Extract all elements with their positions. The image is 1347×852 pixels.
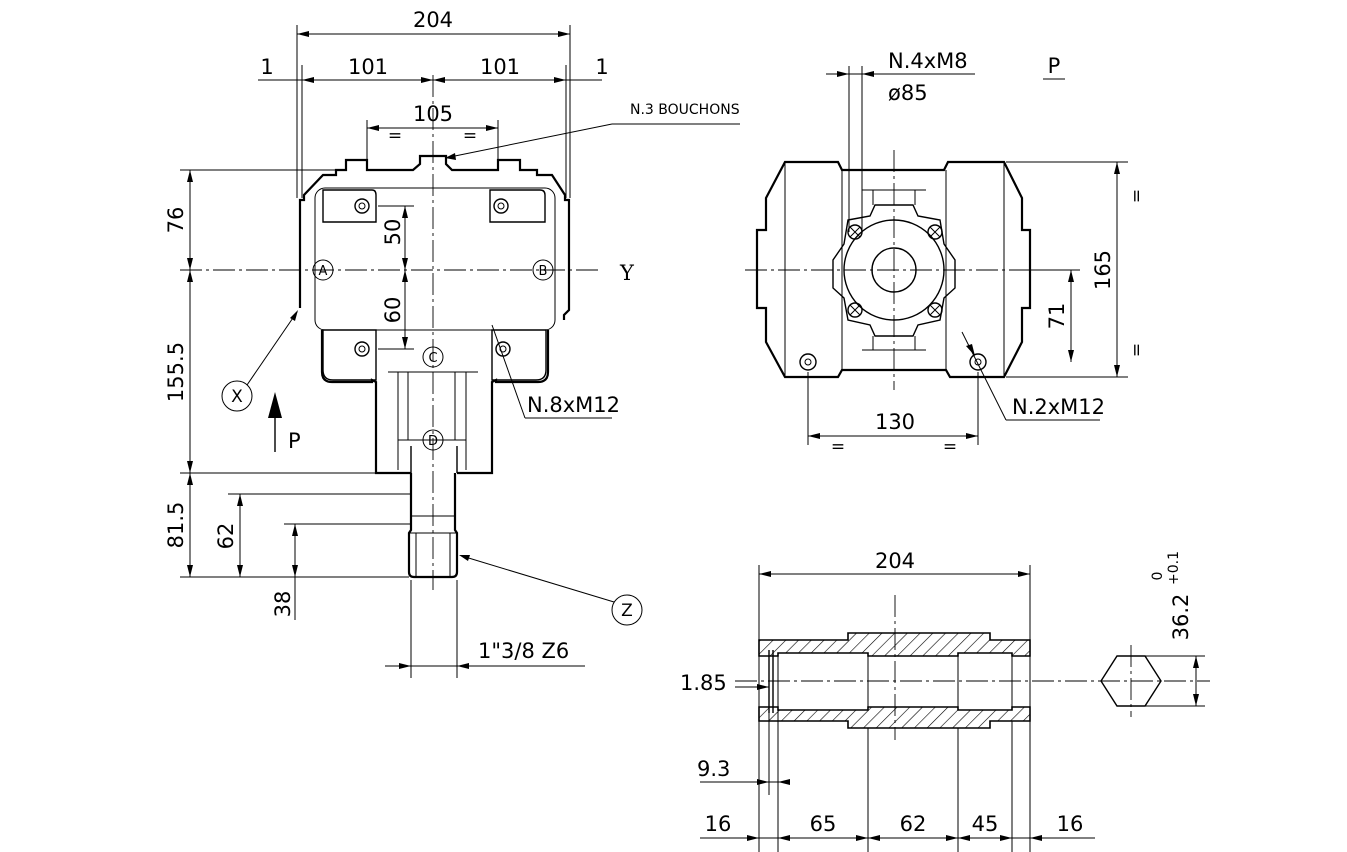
equal-mark-165-top: = bbox=[1127, 189, 1147, 203]
dim-71: 71 bbox=[1045, 303, 1069, 330]
front-body-outline bbox=[755, 160, 1032, 379]
equal-mark-105-left: = bbox=[388, 126, 402, 146]
section-dimension-lines bbox=[700, 565, 1205, 852]
bolt-hole-group bbox=[354, 198, 511, 357]
svg-text:X: X bbox=[231, 387, 243, 407]
equal-mark-165-bottom: = bbox=[1127, 343, 1147, 357]
leader-x bbox=[246, 311, 298, 386]
marker-b: B bbox=[532, 259, 554, 281]
hex-profile bbox=[1100, 655, 1162, 707]
marker-d: D bbox=[422, 429, 444, 451]
dim-62-shaft: 62 bbox=[214, 523, 238, 550]
svg-text:B: B bbox=[539, 264, 548, 279]
dim-76: 76 bbox=[164, 207, 188, 234]
label-spline: 1"3/8 Z6 bbox=[478, 639, 569, 663]
section-wall-bottom bbox=[758, 706, 1031, 729]
dim-62-section: 62 bbox=[900, 812, 927, 836]
dim-60: 60 bbox=[381, 297, 405, 324]
svg-text:Z: Z bbox=[621, 601, 633, 621]
dim-45: 45 bbox=[972, 812, 999, 836]
view-label-p: P bbox=[1048, 54, 1061, 78]
dim-1-85: 1.85 bbox=[680, 671, 727, 695]
label-n4-m8: N.4xM8 bbox=[888, 49, 968, 73]
label-n2-m12: N.2xM12 bbox=[1012, 395, 1105, 419]
pad-bottom-right bbox=[491, 329, 547, 381]
pad-bottom-left bbox=[322, 329, 377, 381]
label-diameter-85: ø85 bbox=[888, 81, 928, 105]
bore-section-view: 204 1.85 9.3 16 65 62 45 16 36.2 +0.1 0 bbox=[680, 549, 1210, 852]
dim-65: 65 bbox=[810, 812, 837, 836]
svg-text:P: P bbox=[288, 429, 301, 453]
dim-1-right: 1 bbox=[595, 55, 608, 79]
dim-101-left: 101 bbox=[348, 55, 388, 79]
equal-mark-105-right: = bbox=[463, 126, 477, 146]
marker-a: A bbox=[312, 259, 334, 281]
section-wall-top bbox=[758, 632, 1031, 657]
dim-9-3: 9.3 bbox=[697, 757, 730, 781]
label-n3-bouchons: N.3 BOUCHONS bbox=[630, 102, 740, 118]
dim-130: 130 bbox=[875, 410, 915, 434]
marker-c: C bbox=[422, 346, 444, 368]
dim-1-left: 1 bbox=[260, 55, 273, 79]
leader-plugs bbox=[444, 123, 613, 159]
dimension-spline bbox=[385, 580, 585, 678]
leader-m12-8 bbox=[491, 324, 526, 419]
label-n8-m12: N.8xM12 bbox=[527, 393, 620, 417]
tolerance-upper: +0.1 bbox=[1166, 551, 1182, 585]
marker-x: X bbox=[221, 380, 253, 412]
dim-101-right: 101 bbox=[480, 55, 520, 79]
dim-36-2: 36.2 bbox=[1169, 594, 1193, 641]
dim-165: 165 bbox=[1091, 250, 1115, 290]
dim-155-5: 155.5 bbox=[164, 342, 188, 402]
svg-text:C: C bbox=[428, 351, 437, 366]
dimension-lines-left bbox=[180, 169, 414, 620]
marker-z: Z bbox=[611, 594, 643, 626]
equal-mark-130-left: = bbox=[831, 437, 845, 457]
dim-204-section: 204 bbox=[875, 549, 915, 573]
dim-204-top: 204 bbox=[413, 8, 453, 32]
gearbox-body-outline bbox=[298, 154, 571, 320]
dim-16-right: 16 bbox=[1057, 812, 1084, 836]
tolerance-lower: 0 bbox=[1150, 572, 1166, 581]
view-arrow-p: P bbox=[268, 392, 301, 453]
axis-label-y: Y bbox=[619, 261, 635, 285]
dim-105: 105 bbox=[413, 102, 453, 126]
pad-top-left bbox=[322, 189, 377, 223]
dim-16-left: 16 bbox=[705, 812, 732, 836]
dimension-lines-top bbox=[258, 25, 602, 198]
section-inner-lines bbox=[768, 650, 1013, 713]
dim-50: 50 bbox=[381, 219, 405, 246]
svg-text:A: A bbox=[319, 264, 328, 279]
top-view: A B C D X Z P Y bbox=[164, 8, 740, 678]
pad-top-right bbox=[489, 189, 546, 223]
body-inner-plate bbox=[314, 187, 556, 331]
dim-38: 38 bbox=[271, 591, 295, 618]
dim-81-5: 81.5 bbox=[164, 502, 188, 549]
equal-mark-130-right: = bbox=[943, 437, 957, 457]
front-dimension-lines bbox=[807, 66, 1128, 445]
m12-holes-bottom bbox=[799, 353, 987, 371]
front-view-p: N.4xM8 ø85 P 165 = = 71 130 = = N.2xM12 bbox=[745, 49, 1147, 457]
m8-holes bbox=[847, 224, 943, 318]
svg-text:D: D bbox=[428, 434, 438, 449]
leader-z bbox=[461, 555, 615, 603]
